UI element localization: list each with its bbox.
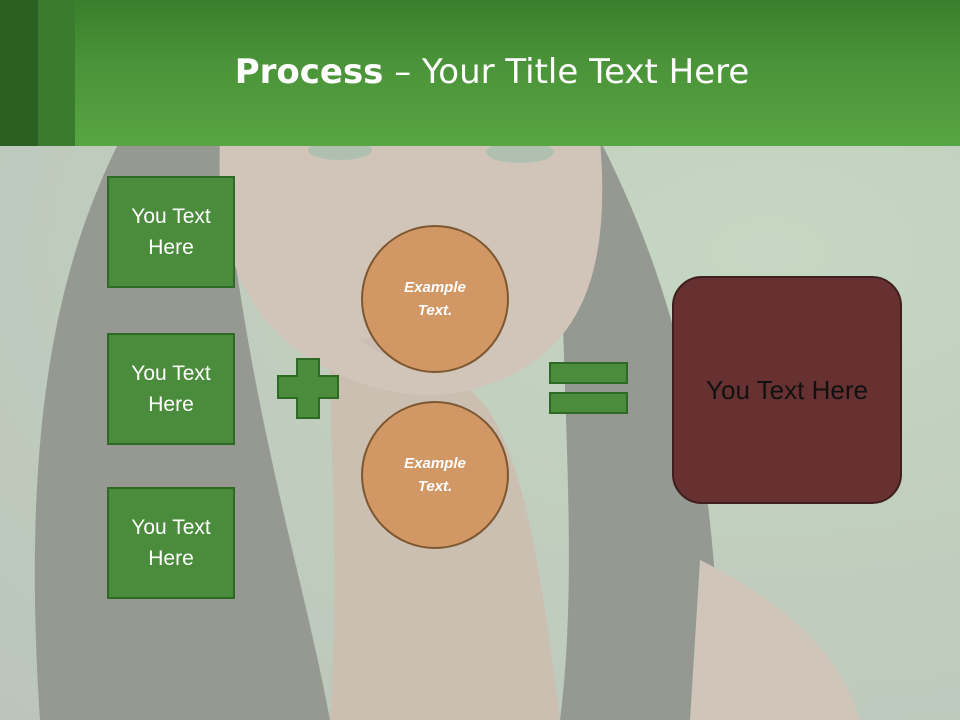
input-box-2[interactable]: You Text Here bbox=[107, 333, 235, 445]
input-box-1-label: You Text Here bbox=[131, 205, 211, 259]
result-box-label: You Text Here bbox=[706, 374, 868, 405]
input-box-2-label: You Text Here bbox=[131, 362, 211, 416]
example-circle-1[interactable]: Example Text. bbox=[361, 225, 509, 373]
title-rest: – Your Title Text Here bbox=[383, 52, 750, 92]
title-banner: Process – Your Title Text Here bbox=[0, 0, 960, 146]
result-box[interactable]: You Text Here bbox=[672, 276, 902, 504]
title-bold: Process bbox=[234, 52, 384, 92]
example-circle-2-label: Example Text. bbox=[404, 455, 466, 495]
slide-title: Process – Your Title Text Here bbox=[0, 52, 960, 92]
banner-stripe-dark bbox=[0, 0, 38, 146]
example-circle-2[interactable]: Example Text. bbox=[361, 401, 509, 549]
input-box-3[interactable]: You Text Here bbox=[107, 487, 235, 599]
example-circle-1-label: Example Text. bbox=[404, 279, 466, 319]
input-box-1[interactable]: You Text Here bbox=[107, 176, 235, 288]
input-box-3-label: You Text Here bbox=[131, 516, 211, 570]
banner-stripe-mid bbox=[38, 0, 75, 146]
